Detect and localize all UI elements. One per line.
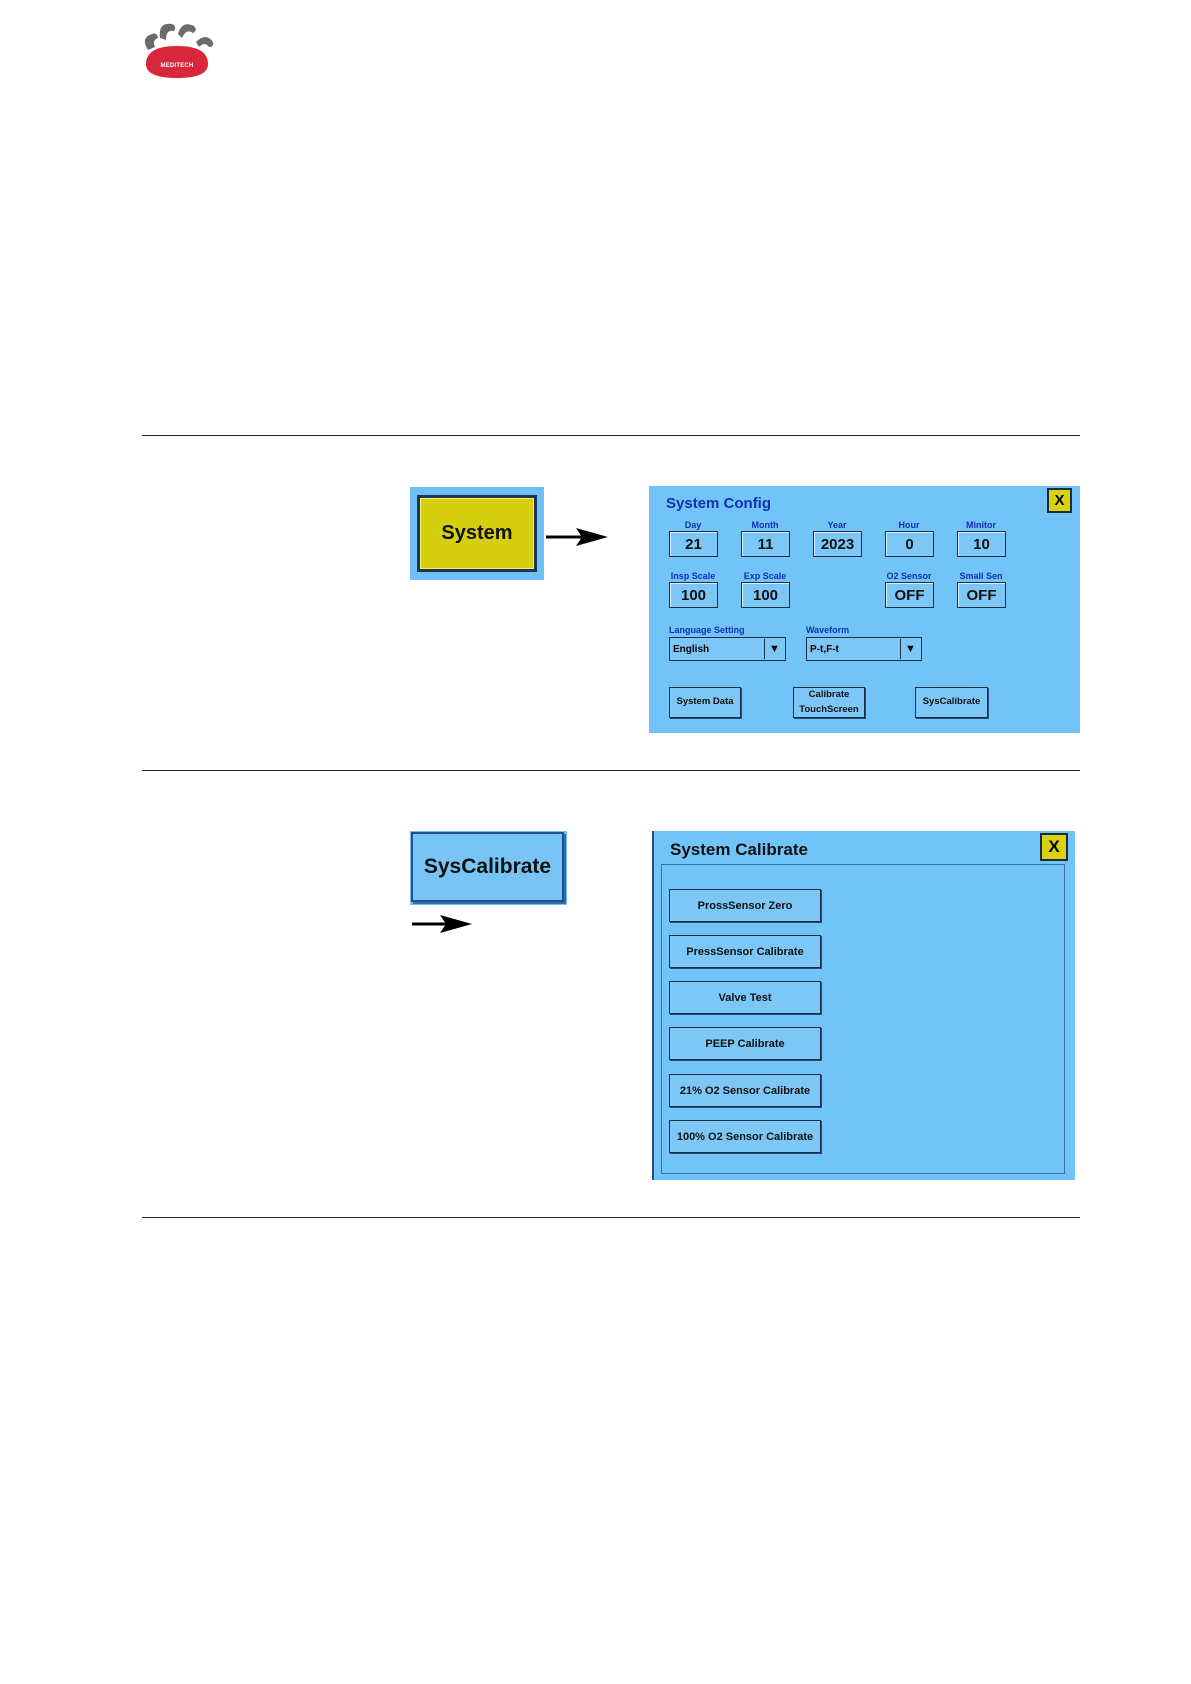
divider [142, 1217, 1080, 1218]
small-sen-toggle[interactable]: OFF [957, 582, 1006, 608]
logo-text: MEDITECH [160, 63, 194, 69]
hour-label: Hour [898, 520, 920, 530]
close-button[interactable]: X [1040, 833, 1068, 861]
panel-title: System Calibrate [670, 840, 808, 859]
o2-sensor-toggle[interactable]: OFF [885, 582, 934, 608]
panel-content [661, 864, 1065, 1174]
press-sensor-calibrate-button[interactable]: PressSensor Calibrate [669, 935, 821, 968]
insp-scale-field[interactable]: 100 [669, 582, 718, 608]
system-config-panel: System Config X Day 21 Month 11 Year 202… [649, 486, 1080, 733]
year-label: Year [827, 520, 847, 530]
day-field[interactable]: 21 [669, 531, 718, 557]
month-field[interactable]: 11 [741, 531, 790, 557]
exp-scale-field[interactable]: 100 [741, 582, 790, 608]
small-sen-label: Small Sen [959, 571, 1003, 581]
minute-label: Minitor [966, 520, 996, 530]
system-button-frame: System [410, 487, 544, 580]
language-select[interactable]: English ▼ [669, 637, 786, 661]
year-field[interactable]: 2023 [813, 531, 862, 557]
waveform-value: P-t,F-t [810, 643, 839, 655]
panel-edge [652, 831, 654, 1180]
day-label: Day [684, 520, 702, 530]
panel-title: System Config [666, 495, 772, 512]
waveform-select[interactable]: P-t,F-t ▼ [806, 637, 922, 661]
paw-logo-icon [144, 23, 214, 78]
arrow-right-icon [546, 527, 608, 547]
calibrate-line2: TouchScreen [799, 703, 859, 715]
valve-test-button[interactable]: Valve Test [669, 981, 821, 1014]
system-button[interactable]: System [417, 495, 537, 572]
minute-field[interactable]: 10 [957, 531, 1006, 557]
dropdown-arrow-icon[interactable]: ▼ [900, 639, 920, 659]
dropdown-arrow-icon[interactable]: ▼ [764, 639, 784, 659]
divider [142, 770, 1080, 771]
insp-scale-label: Insp Scale [670, 571, 716, 581]
arrow-right-icon [412, 914, 472, 934]
company-logo: MEDITECH [138, 20, 216, 86]
press-sensor-zero-button[interactable]: ProssSensor Zero [669, 889, 821, 922]
language-value: English [673, 643, 710, 655]
o2-sensor-label: O2 Sensor [886, 571, 932, 581]
divider [142, 435, 1080, 436]
syscalibrate-small-button[interactable]: SysCalibrate [915, 687, 988, 718]
o2-100-calibrate-button[interactable]: 100% O2 Sensor Calibrate [669, 1120, 821, 1153]
month-label: Month [751, 520, 779, 530]
peep-calibrate-button[interactable]: PEEP Calibrate [669, 1027, 821, 1060]
close-button[interactable]: X [1047, 488, 1072, 513]
system-calibrate-panel: System Calibrate X ProssSensor Zero Pres… [652, 831, 1075, 1180]
language-label: Language Setting [669, 625, 745, 635]
syscalibrate-button-frame: SysCalibrate [410, 831, 567, 905]
waveform-label: Waveform [806, 625, 850, 635]
hour-field[interactable]: 0 [885, 531, 934, 557]
calibrate-touchscreen-button[interactable]: Calibrate TouchScreen [793, 687, 865, 718]
o2-21-calibrate-button[interactable]: 21% O2 Sensor Calibrate [669, 1074, 821, 1107]
calibrate-line1: Calibrate [808, 689, 850, 701]
system-data-button[interactable]: System Data [669, 687, 741, 718]
exp-scale-label: Exp Scale [743, 571, 787, 581]
syscalibrate-button[interactable]: SysCalibrate [411, 832, 564, 902]
